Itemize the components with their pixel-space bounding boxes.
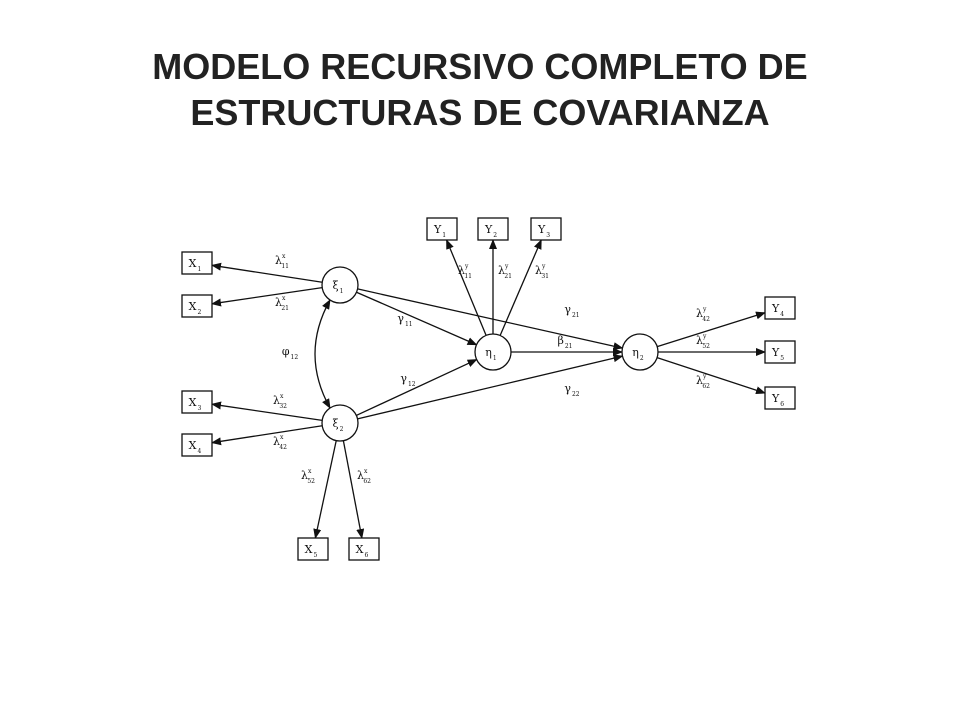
observed-node-X3 <box>181 390 213 414</box>
observed-node-X1 <box>181 251 213 275</box>
edge-l21x <box>211 286 323 307</box>
edges-layer <box>211 239 766 539</box>
node-label-X4: X4 <box>189 439 202 455</box>
edge-l11y <box>445 239 487 336</box>
node-label-eta1: η1 <box>485 346 496 362</box>
observed-node-Y1 <box>426 217 458 241</box>
node-label-Y1: Y1 <box>433 223 446 239</box>
edge-label-g22: γ22 <box>564 382 579 398</box>
page-title: MODELO RECURSIVO COMPLETO DE ESTRUCTURAS… <box>0 44 960 136</box>
latent-node-xi2 <box>321 404 359 442</box>
observed-node-Y6 <box>764 386 796 410</box>
node-label-Y5: Y5 <box>771 346 784 362</box>
node-label-X2: X2 <box>189 300 202 316</box>
observed-node-Y3 <box>530 217 562 241</box>
edge-l31y <box>499 239 542 336</box>
edge-g21 <box>357 288 624 351</box>
latent-node-eta2 <box>621 333 659 371</box>
observed-node-Y2 <box>477 217 509 241</box>
edge-l32x <box>211 401 323 422</box>
edge-label-phi12: φ12 <box>282 345 299 361</box>
title-line-2: ESTRUCTURAS DE COVARIANZA <box>190 92 770 133</box>
edge-l62x <box>342 440 365 539</box>
node-label-X1: X1 <box>189 257 202 273</box>
edge-l42x <box>211 425 323 446</box>
observed-node-Y4 <box>764 296 796 320</box>
title-line-1: MODELO RECURSIVO COMPLETO DE <box>152 46 808 87</box>
observed-node-X6 <box>348 537 380 561</box>
edge-label-g12: γ12 <box>400 372 415 388</box>
node-label-X6: X6 <box>356 543 369 559</box>
observed-node-Y5 <box>764 340 796 364</box>
node-label-Y3: Y3 <box>537 223 550 239</box>
edge-label-b21: β21 <box>558 334 573 350</box>
node-label-Y6: Y6 <box>771 392 784 408</box>
observed-node-X4 <box>181 433 213 457</box>
latent-node-eta1 <box>474 333 512 371</box>
edge-l11x <box>211 262 323 283</box>
node-label-X5: X5 <box>305 543 318 559</box>
edge-g11 <box>356 291 478 346</box>
node-label-Y4: Y4 <box>771 302 784 318</box>
node-label-X3: X3 <box>189 396 202 412</box>
edge-l52x <box>313 440 337 539</box>
edge-l62y <box>656 357 766 395</box>
edge-phi12 <box>314 299 331 409</box>
observed-node-X2 <box>181 294 213 318</box>
node-label-xi2: ξ2 <box>333 417 344 433</box>
edge-label-g11: γ11 <box>397 312 412 328</box>
edge-label-g21: γ21 <box>564 303 579 319</box>
latent-node-xi1 <box>321 266 359 304</box>
node-label-xi1: ξ1 <box>333 279 344 295</box>
edge-g22 <box>357 354 624 420</box>
node-label-Y2: Y2 <box>484 223 497 239</box>
node-label-eta2: η2 <box>632 346 644 362</box>
edge-l42y <box>656 311 766 348</box>
edge-g12 <box>356 358 478 417</box>
observed-node-X5 <box>297 537 329 561</box>
